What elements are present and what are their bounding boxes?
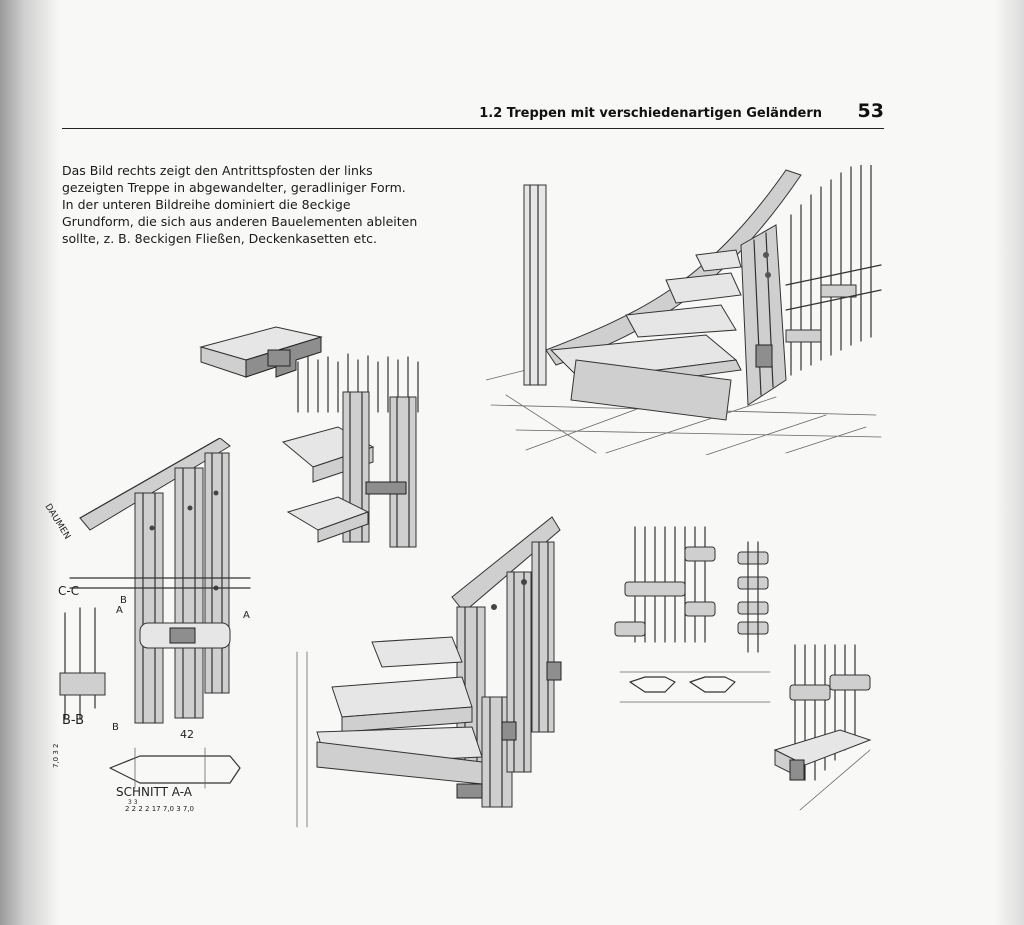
label-a-left: A xyxy=(116,605,123,616)
newel-post xyxy=(740,224,787,406)
sketch-handrail-sections: DAUMEN C-C B-B A A B B 42 SCHNITT A-A 7,… xyxy=(42,438,251,813)
page-gutter-shadow xyxy=(0,0,60,925)
body-line: Grundform, die sich aus anderen Baueleme… xyxy=(62,214,418,229)
tread-cross xyxy=(69,577,251,649)
octagonal-treads xyxy=(316,636,483,799)
label-b-top: B xyxy=(120,595,127,606)
label-schnitt: SCHNITT A-A xyxy=(116,785,193,799)
posts xyxy=(134,452,230,724)
sketch-octagonal-staircase xyxy=(296,516,562,828)
left-wall-post xyxy=(523,184,547,386)
running-header: 1.2 Treppen mit verschiedenartigen Gelän… xyxy=(62,96,884,129)
sketch-tread-joint xyxy=(199,326,323,378)
label-dims-left: 7,0 3 2 xyxy=(52,744,60,769)
stair-treads xyxy=(549,249,742,421)
balusters xyxy=(785,165,882,376)
label-dims-bottom: 2 2 2 2 17 7,0 3 7,0 xyxy=(125,805,194,813)
section-a-a: 42 SCHNITT A-A 7,0 3 2 2 2 2 2 17 7,0 3 … xyxy=(52,728,241,813)
label-dims-top-small: 3 3 xyxy=(128,799,138,806)
page-edge-shadow xyxy=(994,0,1024,925)
page-number: 53 xyxy=(857,100,884,122)
stair-stringer xyxy=(545,169,802,366)
body-paragraph: Das Bild rechts zeigt den Antrittspfoste… xyxy=(62,162,432,247)
label-a-right: A xyxy=(243,610,250,621)
label-b-bottom: B xyxy=(112,722,119,733)
sketch-baluster-elevation xyxy=(614,526,771,703)
body-line: sollte, z. B. 8eckigen Fließen, Deckenka… xyxy=(62,231,377,246)
label-daumen: DAUMEN xyxy=(42,502,72,541)
body-line: In der unteren Bildreihe dominiert die 8… xyxy=(62,197,351,212)
label-c-c: C-C xyxy=(58,584,79,598)
left-section xyxy=(59,607,106,719)
sketch-stair-newel-post xyxy=(486,165,882,455)
sketch-tread-balusters xyxy=(281,353,419,548)
sketch-corner-post xyxy=(773,644,872,811)
handrail xyxy=(79,438,231,531)
body-line: Das Bild rechts zeigt den Antrittspfoste… xyxy=(62,163,373,178)
section-title: 1.2 Treppen mit verschiedenartigen Gelän… xyxy=(479,106,822,121)
label-dim-42: 42 xyxy=(180,728,194,741)
body-line: gezeigten Treppe in abgewandelter, gerad… xyxy=(62,180,406,195)
label-b-b: B-B xyxy=(62,713,84,728)
